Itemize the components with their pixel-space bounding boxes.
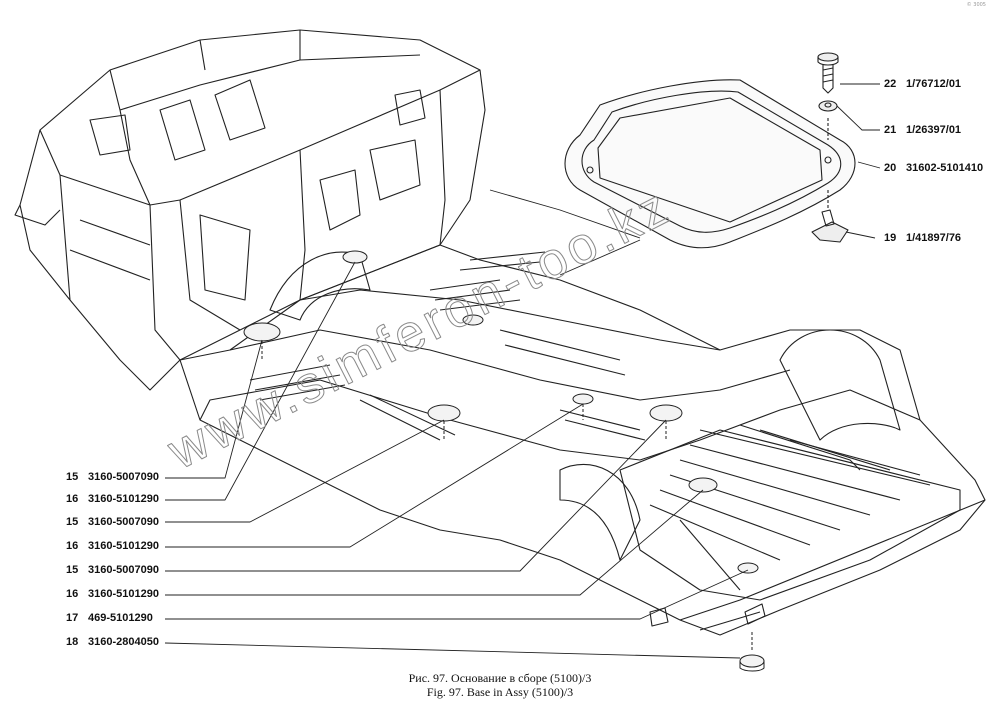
plug-16a (462, 314, 484, 326)
plug-15c (427, 404, 461, 422)
plug-17 (737, 562, 759, 574)
figure-caption-en: Fig. 97. Base in Assy (5100)/3 (426, 685, 574, 699)
corner-mark: © 3005 (966, 2, 986, 8)
hatch-cover (564, 79, 856, 249)
plug-18 (739, 654, 765, 668)
cabin-shell (14, 29, 486, 391)
plug-16c (688, 477, 718, 493)
figure-caption-ru: Рис. 97. Основание в сборе (5100)/3 (408, 671, 592, 685)
plug-15d (649, 404, 683, 422)
screw-part-22 (817, 52, 839, 94)
clip-nut-part-19 (811, 209, 849, 243)
plug-16b (572, 393, 594, 405)
floor-pan (179, 244, 986, 636)
plug-15a (243, 322, 281, 342)
leader-lines (164, 83, 881, 659)
plug-15b (342, 250, 368, 264)
washer-part-21 (818, 100, 838, 112)
